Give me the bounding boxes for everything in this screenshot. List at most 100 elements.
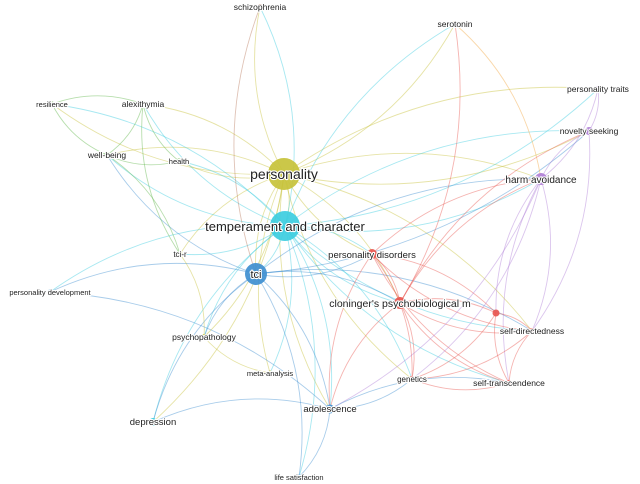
edge-pd-adol bbox=[328, 253, 373, 410]
node-adol[interactable] bbox=[325, 404, 335, 414]
edge-wellb-tcir bbox=[106, 154, 181, 255]
label-novelty[interactable]: novelty seeking bbox=[559, 125, 620, 137]
edge-harm-genetics bbox=[411, 178, 542, 380]
edge-harm-ptraits bbox=[540, 88, 599, 180]
edge-pd-selfdir bbox=[371, 253, 533, 332]
edge-personality-tcir bbox=[179, 173, 285, 255]
label-harm[interactable]: harm avoidance bbox=[504, 174, 578, 187]
label-health[interactable]: health bbox=[168, 156, 191, 167]
node-harm[interactable] bbox=[535, 173, 547, 185]
edge-tci-wellb bbox=[106, 154, 257, 275]
node-pd[interactable] bbox=[367, 249, 377, 259]
node-alexi[interactable] bbox=[140, 101, 146, 107]
edge-tac-adol bbox=[284, 225, 333, 410]
edge-personality-psychop bbox=[203, 173, 285, 338]
edge-tci-pd bbox=[255, 253, 373, 278]
node-tcir[interactable] bbox=[177, 251, 183, 257]
edge-personality-ptraits bbox=[283, 86, 599, 175]
edge-personality-depr bbox=[152, 173, 285, 423]
label-tac[interactable]: temperament and character bbox=[204, 218, 367, 235]
node-health[interactable] bbox=[176, 158, 182, 164]
edge-tci-harm bbox=[255, 178, 542, 275]
edge-personality-selfdir bbox=[283, 173, 533, 332]
edge-harm-selfdir bbox=[531, 178, 551, 332]
label-serotonin[interactable]: serotonin bbox=[436, 18, 473, 30]
edge-cloninger-selftr bbox=[399, 302, 510, 384]
edge-layer bbox=[49, 6, 600, 478]
label-tci[interactable]: tci bbox=[249, 268, 262, 282]
edge-adol-depr bbox=[152, 398, 331, 423]
edge-personality-resil bbox=[51, 103, 285, 175]
node-layer bbox=[47, 4, 601, 480]
edge-tac-ptraits bbox=[284, 88, 599, 227]
edge-personality-schizo bbox=[254, 6, 285, 175]
edge-adol-genetics bbox=[329, 378, 413, 410]
label-genetics[interactable]: genetics bbox=[396, 374, 428, 385]
edge-tac-novelty bbox=[284, 130, 590, 227]
edge-cloninger-genetics bbox=[399, 302, 415, 380]
edge-tci-cloninger bbox=[255, 271, 401, 304]
edge-pd-genetics bbox=[371, 253, 413, 380]
edge-personality-harm bbox=[283, 152, 542, 180]
label-alexi[interactable]: alexithymia bbox=[121, 98, 166, 110]
node-schizo[interactable] bbox=[257, 4, 263, 10]
node-selftr[interactable] bbox=[506, 380, 512, 386]
edge-tci-pdev bbox=[49, 262, 257, 293]
node-cloninger[interactable] bbox=[394, 297, 406, 309]
edge-selfdir-genetics bbox=[411, 330, 533, 380]
label-resil[interactable]: resilience bbox=[35, 99, 69, 110]
edge-selfdir-redhub bbox=[495, 312, 533, 332]
edge-selfdir-selftr bbox=[508, 330, 533, 384]
node-redhub[interactable] bbox=[492, 309, 500, 317]
node-tci[interactable] bbox=[245, 263, 267, 285]
node-pdev[interactable] bbox=[47, 289, 53, 295]
node-selfdir[interactable] bbox=[529, 328, 535, 334]
node-serotonin[interactable] bbox=[452, 21, 458, 27]
edge-tci-adol bbox=[255, 273, 331, 410]
edge-adol-lifesat bbox=[298, 408, 331, 478]
label-selfdir[interactable]: self-directedness bbox=[499, 325, 565, 337]
edge-wellb-resil bbox=[51, 103, 108, 156]
edge-harm-redhub bbox=[495, 178, 542, 314]
edge-tac-cloninger bbox=[284, 225, 401, 304]
label-pd[interactable]: personality disorders bbox=[327, 249, 417, 262]
node-ptraits[interactable] bbox=[595, 86, 601, 92]
node-genetics[interactable] bbox=[409, 376, 415, 382]
edge-tci-lifesat bbox=[255, 273, 303, 478]
edge-cloninger-serotonin bbox=[399, 23, 461, 304]
node-depr[interactable] bbox=[149, 418, 157, 426]
edge-wellb-health bbox=[106, 154, 180, 166]
label-cloninger[interactable]: cloninger's psychobiological m bbox=[328, 297, 472, 311]
label-lifesat[interactable]: life satisfaction bbox=[273, 472, 324, 483]
edge-cloninger-redhub bbox=[399, 298, 497, 314]
label-selftr[interactable]: self-transcendence bbox=[472, 377, 546, 389]
edge-personality-genetics bbox=[283, 173, 413, 380]
edge-tcir-psychop bbox=[179, 253, 205, 338]
label-adol[interactable]: adolescence bbox=[302, 403, 358, 416]
label-ptraits[interactable]: personality traits bbox=[566, 83, 630, 95]
node-lifesat[interactable] bbox=[296, 474, 302, 480]
node-novelty[interactable] bbox=[585, 127, 593, 135]
label-schizo[interactable]: schizophrenia bbox=[233, 1, 288, 13]
label-tcir[interactable]: tci-r bbox=[172, 249, 188, 260]
label-meta[interactable]: meta-analysis bbox=[246, 368, 295, 379]
edge-personality-cloninger bbox=[283, 173, 401, 304]
node-tac[interactable] bbox=[270, 211, 300, 241]
node-meta[interactable] bbox=[267, 370, 273, 376]
node-resil[interactable] bbox=[49, 101, 55, 107]
edge-personality-serotonin bbox=[283, 23, 456, 175]
edge-schizo-tci bbox=[233, 6, 261, 275]
label-personality[interactable]: personality bbox=[249, 165, 319, 183]
edge-redhub-selftr bbox=[494, 312, 510, 384]
edge-tac-selftr bbox=[284, 225, 510, 384]
label-depr[interactable]: depression bbox=[129, 416, 178, 429]
node-personality[interactable] bbox=[268, 158, 300, 190]
edge-serotonin-harm bbox=[454, 23, 542, 180]
label-psychop[interactable]: psychopathology bbox=[171, 331, 238, 343]
edge-cloninger-harm bbox=[399, 178, 542, 304]
label-wellb[interactable]: well-being bbox=[86, 149, 128, 161]
node-psychop[interactable] bbox=[201, 334, 207, 340]
label-pdev[interactable]: personality development bbox=[8, 287, 92, 298]
node-wellb[interactable] bbox=[104, 152, 110, 158]
